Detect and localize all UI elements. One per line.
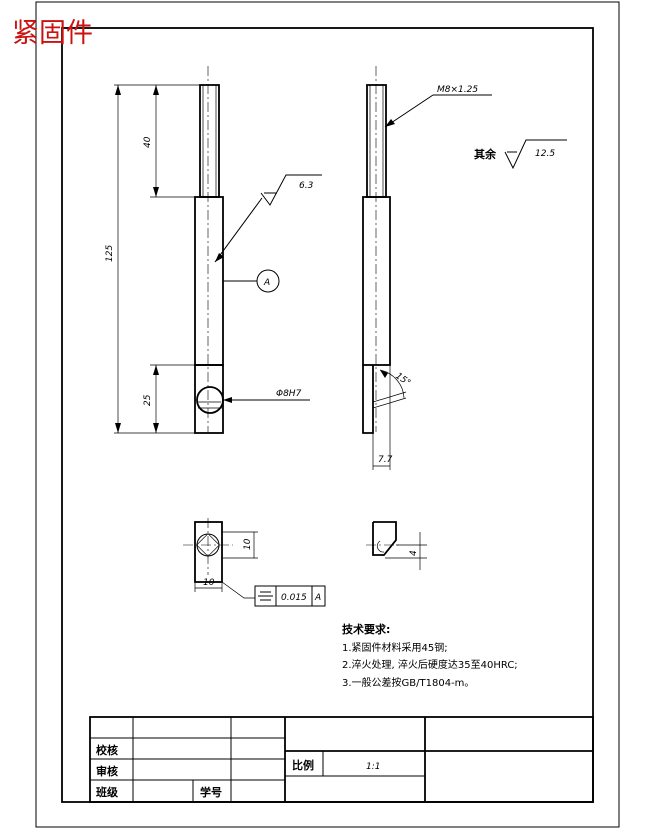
angle-label: 15° xyxy=(393,371,412,388)
roughness-value: 6.3 xyxy=(299,181,314,191)
tech-heading: 技术要求: xyxy=(342,622,390,636)
title-block: 校核 审核 班级 学号 比例 1:1 xyxy=(89,716,594,803)
tolerance-frame xyxy=(254,585,326,607)
outer-border xyxy=(35,1,620,828)
scale-value: 1:1 xyxy=(366,762,380,772)
shaft-body xyxy=(194,196,224,366)
hole-circle xyxy=(196,386,224,414)
rest-roughness-value: 12.5 xyxy=(535,149,555,159)
tech-item-1: 1.紧固件材料采用45钢; xyxy=(342,641,448,654)
dim-total: 125 xyxy=(105,245,115,262)
tolerance-value: 0.015 xyxy=(281,593,307,603)
scale-label: 比例 xyxy=(292,758,314,772)
drawing-title: 紧固件 xyxy=(12,18,93,49)
hole-tolerance: Φ8H7 xyxy=(276,389,302,399)
rest-roughness-label: 其余 xyxy=(474,147,497,161)
dim-small-4: 4 xyxy=(409,550,419,556)
dim-width-10: 10 xyxy=(203,578,215,588)
datum-label: A xyxy=(263,278,270,288)
dim-height-10: 10 xyxy=(243,538,253,550)
student-id-label: 学号 xyxy=(200,785,222,799)
tolerance-datum: A xyxy=(314,593,321,603)
dim-bottom: 25 xyxy=(143,394,153,406)
head-block xyxy=(194,364,224,434)
dim-width-77: 7.7 xyxy=(378,455,393,465)
side-view: 15° 7.7 M8×1.25 其余 12.5 xyxy=(362,66,567,470)
proofread-label: 校核 xyxy=(96,743,118,757)
class-label: 班级 xyxy=(96,785,119,799)
side-body xyxy=(362,196,391,366)
thread-spec: M8×1.25 xyxy=(437,85,478,95)
section-view-right: 4 xyxy=(366,521,427,570)
front-view: 125 40 25 6.3 A Φ8H7 xyxy=(105,66,322,434)
tech-item-2: 2.淬火处理, 淬火后硬度达35至40HRC; xyxy=(342,658,518,671)
tech-item-3: 3.一般公差按GB/T1804-m。 xyxy=(342,676,474,689)
inner-frame xyxy=(61,27,594,803)
technical-requirements: 技术要求: 1.紧固件材料采用45钢; 2.淬火处理, 淬火后硬度达35至40H… xyxy=(342,622,518,689)
dim-thread: 40 xyxy=(143,136,153,148)
review-label: 审核 xyxy=(96,764,118,778)
datum-circle xyxy=(256,269,280,293)
side-head xyxy=(362,365,374,434)
section-view-left: 10 10 0.015 A xyxy=(183,518,326,607)
rest-roughness-symbol xyxy=(504,139,567,170)
roughness-symbol xyxy=(214,174,322,263)
